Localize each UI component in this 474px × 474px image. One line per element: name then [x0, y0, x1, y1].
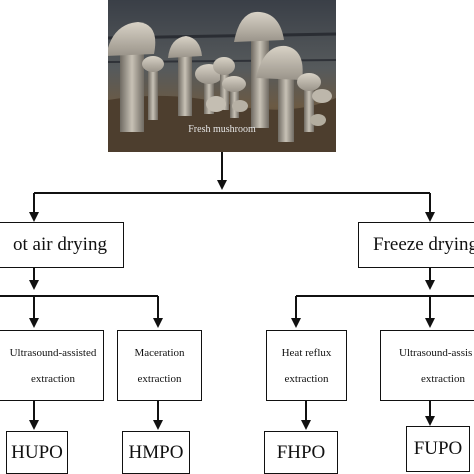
heat-reflux-line2: extraction — [284, 372, 329, 385]
ultrasound-left-line2: extraction — [31, 372, 75, 385]
maceration-line2: extraction — [137, 372, 182, 385]
ultrasound-right-line1: Ultrasound-assis — [399, 346, 473, 359]
maceration-line1: Maceration — [134, 346, 185, 359]
ultrasound-left-line1: Ultrasound-assisted — [9, 346, 97, 359]
heat-reflux-extraction-box: Heat reflux extraction — [266, 330, 347, 401]
hmpo-label: HMPO — [128, 441, 184, 463]
freeze-drying-box: Freeze drying — [358, 222, 474, 268]
fupo-box: FUPO — [406, 426, 470, 472]
mushroom-photo: Fresh mushroom — [108, 0, 336, 152]
ultrasound-extraction-right-box: Ultrasound-assis extraction — [380, 330, 474, 401]
hot-air-drying-label: ot air drying — [13, 234, 107, 255]
maceration-extraction-box: Maceration extraction — [117, 330, 202, 401]
photo-caption: Fresh mushroom — [188, 124, 256, 135]
ultrasound-right-line2: extraction — [421, 372, 465, 385]
hmpo-box: HMPO — [122, 431, 190, 474]
mushroom-image — [108, 0, 336, 152]
ultrasound-extraction-left-box: Ultrasound-assisted extraction — [0, 330, 104, 401]
freeze-drying-label: Freeze drying — [373, 234, 474, 255]
hupo-box: HUPO — [6, 431, 68, 474]
fhpo-label: FHPO — [276, 441, 326, 463]
fupo-label: FUPO — [413, 438, 463, 459]
hupo-label: HUPO — [11, 441, 63, 463]
fhpo-box: FHPO — [264, 431, 338, 474]
hot-air-drying-box: ot air drying — [0, 222, 124, 268]
heat-reflux-line1: Heat reflux — [281, 346, 332, 359]
